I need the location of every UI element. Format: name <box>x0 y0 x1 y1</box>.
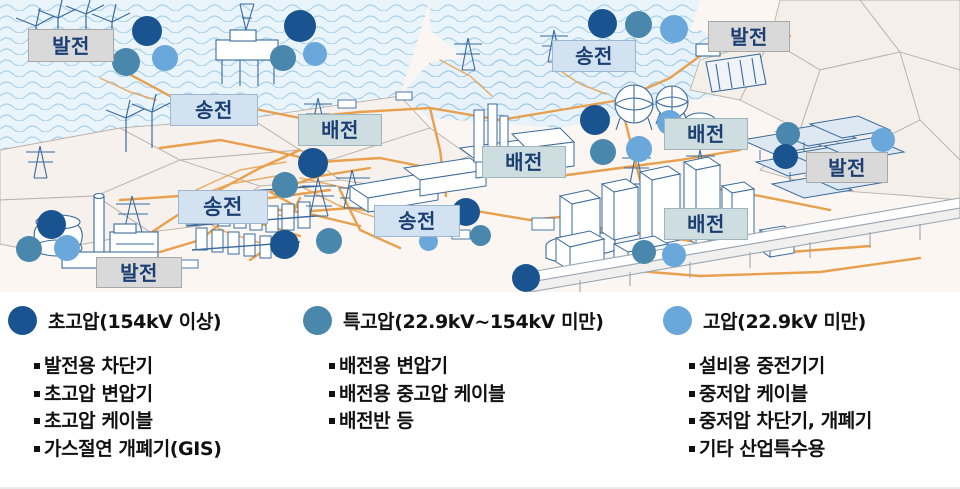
list-item: 설비용 중전기기 <box>689 353 960 381</box>
square-bullet-icon <box>689 445 695 452</box>
legend-item-label: 초고압 변압기 <box>44 382 153 405</box>
legend-item-label: 기타 산업특수용 <box>699 437 825 460</box>
square-bullet-icon <box>34 390 40 397</box>
legend-header: 고압(22.9kV 미만) <box>663 301 960 339</box>
square-bullet-icon <box>34 418 40 425</box>
list-item: 초고압 변압기 <box>34 381 300 409</box>
stage-label-gen: 발전 <box>806 152 888 183</box>
list-item: 배전반 등 <box>329 408 650 436</box>
stage-label-dist: 배전 <box>664 208 748 240</box>
voltage-dot-dark <box>773 144 798 169</box>
voltage-dot-mid <box>270 45 296 71</box>
square-bullet-icon <box>329 390 335 397</box>
voltage-dot-light <box>303 42 327 66</box>
list-item: 기타 산업특수용 <box>689 436 960 464</box>
stage-label-gen: 발전 <box>96 257 182 288</box>
list-item: 배전용 변압기 <box>329 353 650 381</box>
legend-title: 초고압(154kV 이상) <box>48 310 222 333</box>
voltage-dot-dark <box>132 16 162 46</box>
stage-label-dist: 배전 <box>482 146 566 178</box>
legend-item-label: 배전반 등 <box>339 410 414 433</box>
voltage-dot-dark <box>270 230 299 259</box>
legend-item-label: 배전용 변압기 <box>339 355 448 377</box>
stage-label-dist: 배전 <box>298 114 382 146</box>
voltage-dot-dark <box>284 10 316 42</box>
voltage-dot-light <box>54 235 80 261</box>
voltage-dot-mid <box>470 225 491 246</box>
bottom-divider <box>0 487 960 489</box>
list-item: 배전용 중고압 케이블 <box>329 381 650 409</box>
list-item: 발전용 차단기 <box>34 353 300 381</box>
legend-item-label: 발전용 차단기 <box>44 355 153 377</box>
stage-label-trans: 송전 <box>374 205 460 237</box>
voltage-dot-light <box>626 136 652 162</box>
legend-dot-mid-icon <box>303 305 332 335</box>
voltage-dot-mid <box>590 139 616 165</box>
square-bullet-icon <box>329 363 335 369</box>
legend-item-label: 설비용 중전기기 <box>699 355 825 377</box>
voltage-dot-mid <box>16 236 42 262</box>
voltage-dot-mid <box>112 48 140 76</box>
legend-header: 특고압(22.9kV~154kV 미만) <box>303 301 650 339</box>
legend-header: 초고압(154kV 이상) <box>8 301 300 339</box>
square-bullet-icon <box>34 363 40 369</box>
list-item: 중저압 차단기, 개폐기 <box>689 408 960 436</box>
voltage-dot-light <box>152 45 178 71</box>
legend-item-label: 가스절연 개폐기(GIS) <box>44 437 222 460</box>
voltage-dot-dark <box>512 264 540 292</box>
legend-item-label: 중저압 케이블 <box>699 382 808 405</box>
voltage-dot-mid <box>625 11 652 38</box>
square-bullet-icon <box>689 418 695 425</box>
voltage-dot-mid <box>632 240 656 264</box>
voltage-dot-dark <box>298 148 328 178</box>
voltage-dot-mid <box>316 228 342 254</box>
voltage-dot-dark <box>580 105 610 135</box>
scene-artwork <box>0 0 960 292</box>
voltage-dot-mid <box>776 122 800 146</box>
list-item: 가스절연 개폐기(GIS) <box>34 436 300 464</box>
square-bullet-icon <box>329 418 335 425</box>
legend-dot-light-icon <box>663 305 692 335</box>
legend-title: 특고압(22.9kV~154kV 미만) <box>343 310 604 333</box>
stage-label-trans: 송전 <box>552 40 636 72</box>
legend-item-label: 중저압 차단기, 개폐기 <box>699 410 872 433</box>
stage-label-dist: 배전 <box>664 118 748 150</box>
stage-label-gen: 발전 <box>28 29 114 62</box>
stage-label-trans: 송전 <box>170 94 258 126</box>
list-item: 초고압 케이블 <box>34 408 300 436</box>
legend-dot-dark-icon <box>8 305 37 335</box>
legend-item-label: 초고압 케이블 <box>44 410 153 433</box>
square-bullet-icon <box>689 363 695 369</box>
legend-title: 고압(22.9kV 미만) <box>703 310 866 333</box>
square-bullet-icon <box>689 390 695 397</box>
stage-label-trans: 송전 <box>178 190 268 224</box>
legend-item-label: 배전용 중고압 케이블 <box>339 382 506 405</box>
voltage-dot-dark <box>37 210 66 239</box>
stage-label-gen: 발전 <box>708 21 790 52</box>
list-item: 중저압 케이블 <box>689 381 960 409</box>
voltage-dot-mid <box>272 172 298 198</box>
voltage-dot-light <box>662 243 686 267</box>
voltage-dot-dark <box>588 9 617 38</box>
voltage-dot-light <box>660 15 688 43</box>
square-bullet-icon <box>34 445 40 452</box>
voltage-dot-light <box>871 128 895 152</box>
